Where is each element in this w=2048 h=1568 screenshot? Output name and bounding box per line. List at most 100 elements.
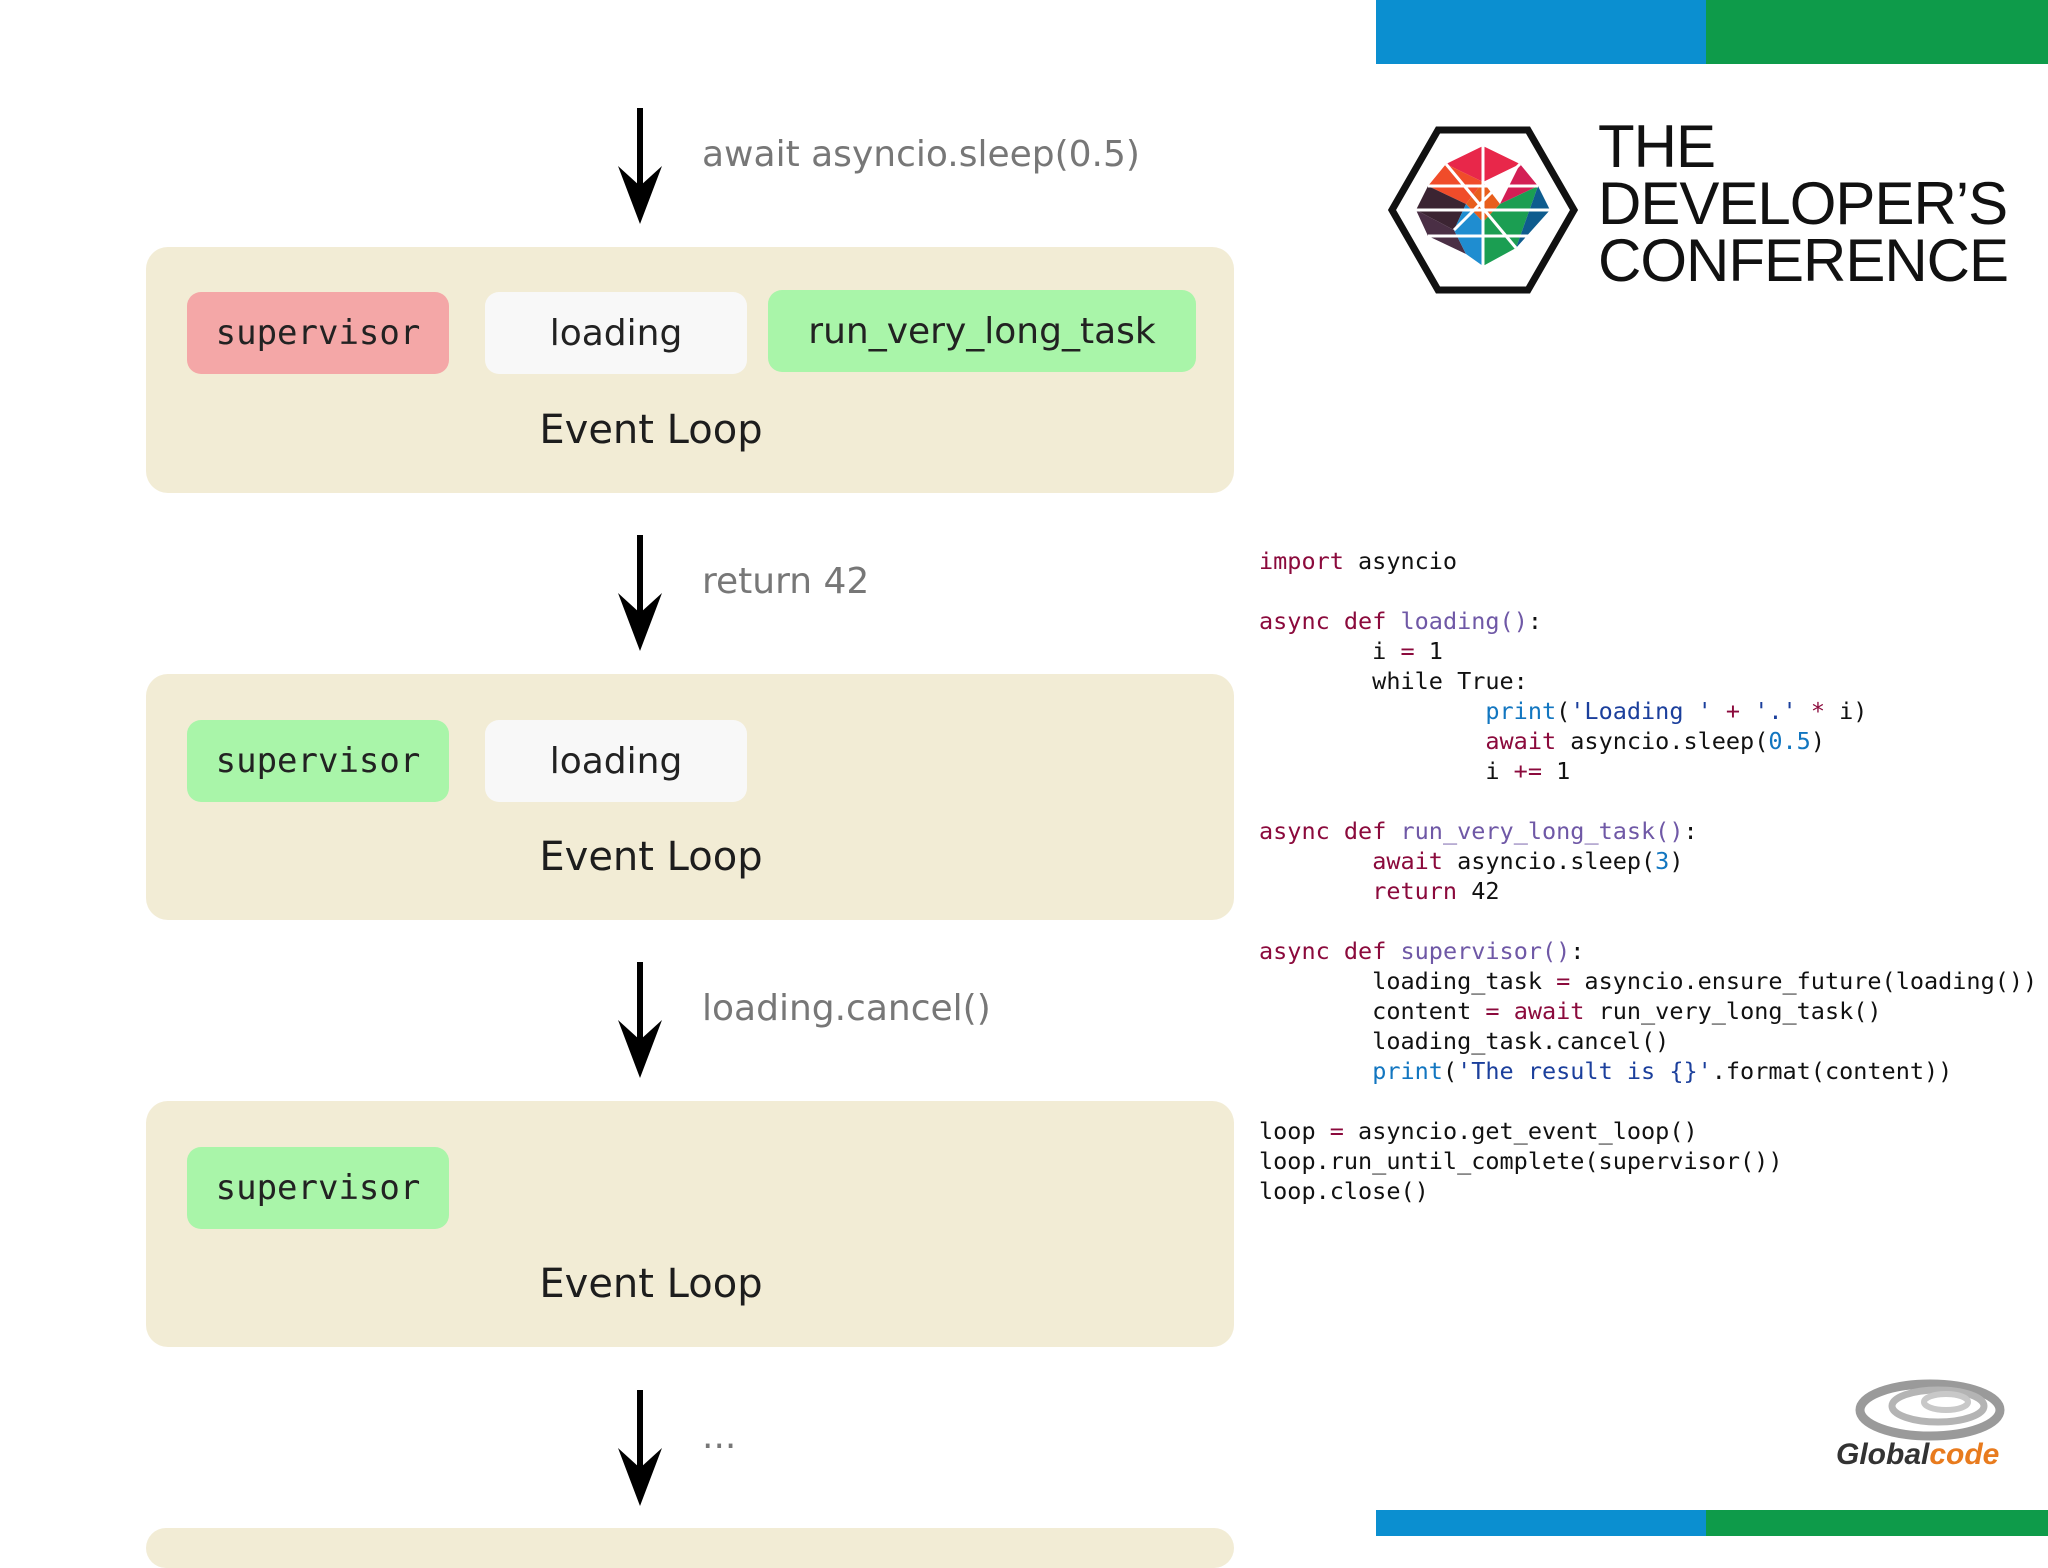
code-token: loop.close() [1259,1177,1429,1205]
code-token: 0.5 [1768,727,1811,755]
conference-title-line-1: THE [1598,113,1716,180]
code-token [1797,697,1811,725]
code-token: asyncio.ensure_future(loading()) [1570,967,2038,995]
code-token: i [1259,637,1401,665]
code-token: ( [1442,1057,1458,1085]
event-loop-box-3: supervisor Event Loop [146,1101,1234,1347]
code-token: : [1527,607,1543,635]
arrow-label-4: ... [702,1416,737,1457]
globalcode-logo-text: Globalcode [1836,1438,1999,1472]
code-token [1500,997,1514,1025]
code-line: loop.close() [1259,1176,2037,1206]
down-arrow-icon [618,108,662,224]
task-loading: loading [485,292,747,374]
conference-title-line-3: CONFERENCE [1598,227,2009,294]
code-token: run_very_long_task() [1400,817,1684,845]
code-line: await asyncio.sleep(3) [1259,846,2037,876]
code-token: * [1810,697,1825,725]
down-arrow-icon [618,962,662,1078]
code-line: import asyncio [1259,546,2037,576]
code-token: await [1372,847,1443,875]
top-bar-green [1706,0,2048,64]
code-token: import [1259,547,1344,575]
code-token: await [1485,727,1557,755]
code-token: loop [1259,1117,1330,1145]
code-token: await [1513,997,1585,1025]
code-token [1712,697,1726,725]
code-token: 1 [1541,757,1571,785]
code-line: print('The result is {}'.format(content)… [1259,1056,2037,1086]
down-arrow-icon [618,1390,662,1506]
arrow-label-3: loading.cancel() [702,988,991,1029]
code-token: 1 [1414,637,1443,665]
code-token: loading_task.cancel() [1259,1027,1670,1055]
code-token: = [1485,997,1500,1025]
code-token: += [1513,757,1542,785]
top-bar-blue [1376,0,1706,64]
code-token [1259,847,1372,875]
task-loading: loading [485,720,747,802]
code-token: loop.run_until_complete(supervisor()) [1259,1147,1783,1175]
event-loop-box-4-partial [146,1528,1234,1568]
code-token: i [1259,757,1514,785]
code-line: loading_task = asyncio.ensure_future(loa… [1259,966,2037,996]
code-token: run_very_long_task() [1584,997,1882,1025]
code-line: print('Loading ' + '.' * i) [1259,696,2037,726]
code-line: i += 1 [1259,756,2037,786]
code-token: asyncio.get_event_loop() [1343,1117,1698,1145]
code-token: return [1372,877,1458,905]
task-supervisor: supervisor [187,1147,449,1229]
code-token [1386,607,1400,635]
code-token: 3 [1655,847,1670,875]
code-token [1330,607,1344,635]
code-token: 42 [1457,877,1500,905]
code-token [1259,1057,1372,1085]
bottom-bar-green [1706,1510,2048,1536]
code-token: = [1329,1117,1344,1145]
code-token: async [1259,607,1330,635]
arrow-label-1: await asyncio.sleep(0.5) [702,134,1140,175]
code-line: loop.run_until_complete(supervisor()) [1259,1146,2037,1176]
conference-title-line-2: DEVELOPER’S [1598,170,2008,237]
code-token [1259,697,1485,725]
event-loop-label: Event Loop [539,407,763,453]
code-token [1330,817,1344,845]
code-token: i) [1825,697,1868,725]
code-token: def [1343,817,1387,845]
globalcode-swirl-icon [1855,1379,2005,1441]
globalcode-text-global: Global [1836,1438,1930,1471]
code-token [1386,817,1400,845]
code-token [1259,727,1485,755]
code-line: while True: [1259,666,2037,696]
code-token [1386,937,1400,965]
code-token: def [1343,937,1387,965]
bottom-brand-bar [1376,1510,2048,1536]
code-token: : [1570,937,1585,965]
event-loop-box-2: supervisor loading Event Loop [146,674,1234,920]
down-arrow-icon [618,535,662,651]
code-token: + [1725,697,1741,725]
event-loop-box-1: supervisor loading run_very_long_task Ev… [146,247,1234,493]
code-token: ) [1810,727,1825,755]
globalcode-text-code: code [1929,1438,2000,1471]
code-token: '.' [1754,697,1797,725]
code-token: asyncio.sleep( [1442,847,1656,875]
task-supervisor: supervisor [187,720,449,802]
code-line: async def loading(): [1259,606,2037,636]
top-brand-bar [1376,0,2048,64]
code-token: content [1259,997,1486,1025]
code-token: loading_task [1259,967,1557,995]
rubiks-cube-logo-icon [1388,126,1578,294]
code-token [1259,877,1372,905]
code-token: .format(content)) [1711,1057,1953,1085]
code-token: = [1400,637,1415,665]
conference-title: THE DEVELOPER’S CONFERENCE [1598,113,2009,294]
code-line [1259,576,2037,606]
code-line: content = await run_very_long_task() [1259,996,2037,1026]
code-token: ) [1669,847,1684,875]
code-block: import asyncio async def loading(): i = … [1259,546,2037,1206]
code-token [1740,697,1754,725]
code-line: async def supervisor(): [1259,936,2037,966]
event-loop-label: Event Loop [539,834,763,880]
code-line: i = 1 [1259,636,2037,666]
